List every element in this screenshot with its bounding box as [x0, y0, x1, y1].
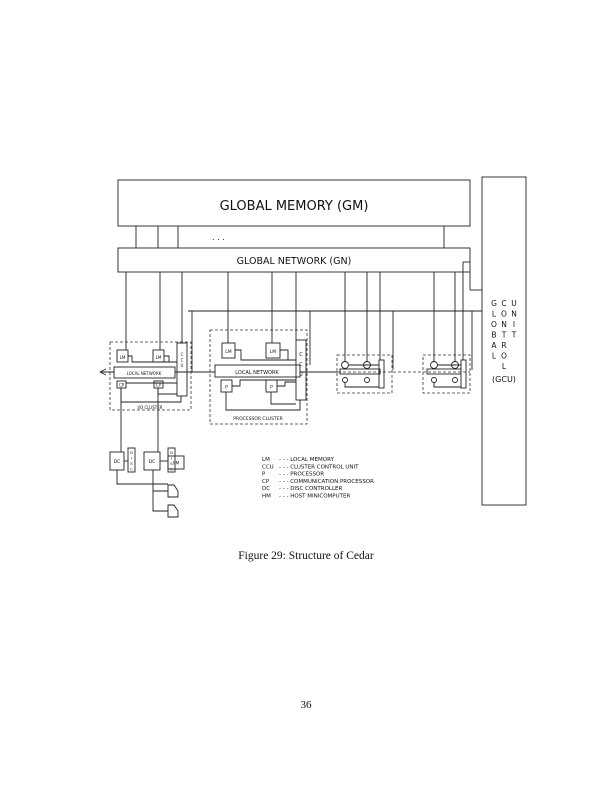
arrow-left-icon [99, 368, 107, 376]
io-local-network [113, 366, 176, 379]
gcu-letter: I [513, 320, 515, 329]
proc-p-2-label: P [270, 385, 273, 391]
disc-letter: S [170, 461, 173, 466]
gcu-letter: R [501, 341, 506, 350]
proc-lm-2-label: LM [270, 349, 277, 355]
legend-desc: - - - COMMUNICATION PROCESSOR [279, 479, 374, 485]
gcu-letter: O [491, 320, 497, 329]
legend-abbr: HM [262, 494, 271, 500]
ccu-letter: C [181, 352, 184, 357]
gcu-letter: C [501, 299, 506, 308]
proc-lm-2 [265, 342, 281, 359]
gcu-box [481, 176, 527, 506]
gcu-letter: T [511, 331, 517, 340]
global-memory-label: GLOBAL MEMORY (GM) [220, 199, 369, 214]
gcu-letter: L [492, 352, 497, 361]
io-lm-2-label: LM [156, 355, 162, 360]
proc-lm-1 [221, 342, 236, 359]
page-number: 36 [300, 699, 312, 711]
gcu-letter: A [491, 341, 497, 350]
gcu-letter: B [491, 331, 496, 340]
legend-desc: - - - LOCAL MEMORY [279, 457, 335, 463]
gcu-letter: G [491, 299, 497, 308]
figure-caption: Figure 29: Structure of Cedar [238, 550, 374, 562]
global-network-box [117, 247, 471, 273]
proc-local-network [214, 364, 301, 378]
disc-letter: C [130, 467, 133, 472]
legend-desc: - - - HOST MINICOMPUTER [279, 494, 350, 500]
processor-cluster-box [209, 329, 308, 425]
ellipsis: . . . [212, 233, 225, 242]
proc-ccu-label: CCU [299, 352, 303, 378]
disc-box-1 [127, 447, 136, 473]
disc-letter: D [130, 450, 133, 455]
disc-drive-icon [167, 504, 179, 518]
disc-letter: S [130, 461, 133, 466]
global-memory-box [117, 179, 471, 227]
proc-p-1-label: P [225, 385, 228, 391]
gcu-letter: L [492, 310, 497, 319]
legend: LM - - - LOCAL MEMORY CCU - - - CLUSTER CON… [262, 457, 374, 500]
legend-desc: - - - DISC CONTROLLER [279, 486, 343, 492]
ccu-letter: C [299, 352, 303, 358]
proc-lm-1-label: LM [225, 349, 232, 355]
io-ccu [176, 342, 188, 397]
disc-drive-icon [167, 484, 179, 498]
dc-box-1 [109, 451, 125, 471]
gn-links [125, 261, 482, 372]
gm-gn-links [135, 226, 445, 248]
legend-abbr: DC [262, 486, 270, 492]
ccu-letter: U [299, 372, 303, 378]
legend-abbr: LM [262, 457, 270, 463]
gcu-letter: N [501, 320, 507, 329]
disc-letter: I [131, 456, 132, 461]
processor-cluster-label: PROCESSOR CLUSTER [233, 416, 282, 422]
ccu-letter: C [181, 358, 184, 363]
processor-cluster-3 [336, 354, 393, 394]
io-internal-links [120, 355, 182, 403]
legend-desc: - - - CLUSTER CONTROL UNIT [279, 464, 359, 470]
io-ccu-label: CCU [181, 352, 184, 368]
gcu-letter: N [511, 310, 517, 319]
dc-box-2 [143, 451, 161, 471]
legend-abbr: CCU [262, 464, 274, 470]
global-network-label: GLOBAL NETWORK (GN) [237, 256, 352, 267]
dc-2-label: DC [149, 459, 156, 465]
proc-ccu [295, 339, 307, 401]
proc-internal-links [225, 349, 301, 411]
io-cp-1-label: CP [119, 383, 125, 388]
legend-abbr: CP [262, 479, 270, 485]
gcu-letter: U [511, 299, 517, 308]
hm-label: HM [173, 461, 180, 466]
gcu-letter: O [501, 310, 507, 319]
ccu-letter: U [181, 363, 184, 368]
ccu-letter: C [299, 362, 303, 368]
dc-1-label: DC [114, 459, 121, 465]
io-cluster-box [109, 341, 192, 411]
processor-cluster-4 [422, 354, 471, 394]
io-cp-1 [116, 380, 127, 389]
hm-box [167, 455, 185, 470]
legend-abbr: P [262, 472, 266, 478]
io-cluster-label: I/O CLUSTER [138, 405, 163, 410]
gcu-abbrev: (GCU) [492, 375, 516, 384]
io-cp-2 [153, 380, 164, 389]
disc-1-label: DISC [130, 450, 133, 472]
proc-local-network-label: LOCAL NETWORK [235, 370, 279, 376]
io-cp-2-label: CP [156, 383, 162, 388]
gcu-letter: O [501, 352, 507, 361]
gcu-letter: T [501, 331, 507, 340]
gcu-letter: L [502, 362, 507, 371]
io-lm-1-label: LM [120, 355, 126, 360]
io-peripheral-links [116, 388, 168, 512]
legend-desc: - - - PROCESSOR [279, 472, 324, 478]
io-local-network-label: LOCAL NETWORK [127, 371, 162, 376]
disc-letter: I [171, 456, 172, 461]
disc-letter: D [170, 450, 173, 455]
